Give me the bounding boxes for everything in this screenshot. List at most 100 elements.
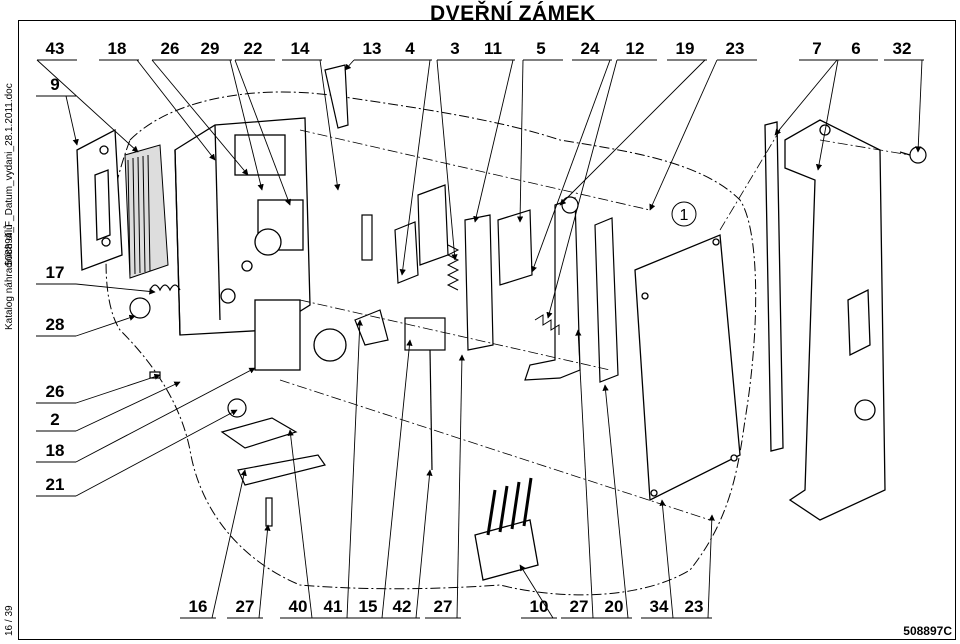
callout-number: 13 bbox=[363, 39, 382, 58]
callout-number: 23 bbox=[685, 597, 704, 616]
callout-left-26: 26 bbox=[36, 373, 161, 404]
callout-left-9: 9 bbox=[36, 75, 79, 146]
callout-bottom-10: 10 bbox=[519, 564, 557, 619]
callout-number: 7 bbox=[812, 39, 821, 58]
callout-number: 42 bbox=[393, 597, 412, 616]
callouts-left: 9 17 28 26 2 18 21 bbox=[36, 75, 256, 497]
callout-number: 29 bbox=[201, 39, 220, 58]
callout-number: 34 bbox=[650, 597, 669, 616]
callout-top-13: 13 bbox=[344, 39, 394, 71]
housing-6 bbox=[784, 119, 886, 521]
callout-bottom-27: 27 bbox=[561, 329, 597, 619]
callout-number: 40 bbox=[289, 597, 308, 616]
callout-top-26: 26 bbox=[151, 39, 249, 176]
callout-number: 27 bbox=[236, 597, 255, 616]
callout-number: 41 bbox=[324, 597, 343, 616]
callout-bottom-20: 20 bbox=[596, 384, 632, 619]
callout-left-28: 28 bbox=[36, 314, 136, 337]
callout-number: 14 bbox=[291, 39, 310, 58]
callout-left-18: 18 bbox=[36, 367, 256, 463]
callout-bottom-27: 27 bbox=[227, 524, 271, 619]
bar-20 bbox=[594, 217, 619, 383]
callout-bottom-15: 15 bbox=[350, 339, 413, 619]
callout-number: 18 bbox=[108, 39, 127, 58]
callout-top-7: 7 bbox=[774, 39, 839, 136]
callout-bottom-34: 34 bbox=[641, 499, 677, 619]
slider-11 bbox=[464, 214, 494, 351]
assembly-boundary bbox=[105, 91, 757, 596]
callout-top-23: 23 bbox=[649, 39, 757, 211]
callout-top-6: 6 bbox=[815, 39, 878, 171]
callout-number: 26 bbox=[161, 39, 180, 58]
bracket-16 bbox=[220, 398, 326, 527]
screw-32 bbox=[899, 146, 927, 164]
callout-number: 6 bbox=[851, 39, 860, 58]
callout-number: 19 bbox=[676, 39, 695, 58]
callout-number: 21 bbox=[46, 475, 65, 494]
callout-number: 27 bbox=[570, 597, 589, 616]
lock-body bbox=[174, 117, 347, 371]
callout-top-18: 18 bbox=[99, 39, 216, 161]
callout-number: 27 bbox=[434, 597, 453, 616]
cover-plate-34 bbox=[634, 234, 741, 502]
callout-top-22: 22 bbox=[234, 39, 291, 206]
page-title: DVEŘNÍ ZÁMEK bbox=[430, 2, 596, 25]
callout-number: 43 bbox=[46, 39, 65, 58]
callout-top-11: 11 bbox=[473, 39, 515, 223]
connector-10 bbox=[474, 477, 539, 581]
callout-number: 24 bbox=[581, 39, 600, 58]
callout-number: 26 bbox=[46, 382, 65, 401]
plate-5 bbox=[497, 209, 533, 286]
pin-14 bbox=[361, 214, 373, 261]
strike-plate bbox=[76, 128, 123, 271]
callout-number: 18 bbox=[46, 441, 65, 460]
callout-number: 17 bbox=[46, 263, 65, 282]
callout-top-14: 14 bbox=[282, 39, 341, 191]
spring-19 bbox=[534, 314, 560, 335]
gasket bbox=[124, 144, 169, 279]
callout-bottom-40: 40 bbox=[280, 429, 316, 619]
wire-42 bbox=[429, 349, 433, 471]
callout-number: 15 bbox=[359, 597, 378, 616]
callout-number: 9 bbox=[50, 75, 59, 94]
callout-top-29: 29 bbox=[192, 39, 264, 191]
callout-bottom-23: 23 bbox=[676, 514, 715, 619]
callout-number: 4 bbox=[405, 39, 415, 58]
callout-left-17: 17 bbox=[36, 263, 156, 295]
callout-number: 10 bbox=[530, 597, 549, 616]
bracket-4 bbox=[394, 184, 449, 284]
callout-number: 32 bbox=[893, 39, 912, 58]
callout-number: 2 bbox=[50, 410, 59, 429]
callout-left-2: 2 bbox=[36, 381, 181, 432]
callout-top-32: 32 bbox=[884, 39, 924, 153]
callout-number: 12 bbox=[626, 39, 645, 58]
callout-top-43: 43 bbox=[36, 39, 139, 153]
callout-left-21: 21 bbox=[36, 409, 238, 497]
callout-bottom-27: 27 bbox=[425, 354, 466, 619]
spring-17 bbox=[129, 284, 181, 319]
rod-7 bbox=[764, 121, 784, 452]
callout-top-19: 19 bbox=[559, 39, 707, 206]
drawing-frame bbox=[18, 20, 956, 640]
callout-number: 23 bbox=[726, 39, 745, 58]
callout-bottom-41: 41 bbox=[315, 319, 363, 619]
callout-top-4: 4 bbox=[392, 39, 432, 276]
callout-number: 3 bbox=[450, 39, 459, 58]
callout-number: 28 bbox=[46, 315, 65, 334]
inset-label: 1 bbox=[680, 207, 689, 224]
alignment-lines bbox=[279, 129, 911, 521]
callout-top-24: 24 bbox=[531, 39, 612, 273]
callout-bottom-42: 42 bbox=[384, 469, 433, 619]
callout-number: 5 bbox=[536, 39, 545, 58]
callout-top-5: 5 bbox=[516, 39, 563, 223]
bolt-13 bbox=[324, 64, 349, 129]
callout-bottom-16: 16 bbox=[180, 469, 247, 619]
callout-top-12: 12 bbox=[546, 39, 657, 319]
callout-number: 11 bbox=[484, 39, 502, 58]
callout-number: 22 bbox=[244, 39, 263, 58]
inset-marker bbox=[671, 201, 697, 227]
spring-3 bbox=[446, 244, 460, 291]
